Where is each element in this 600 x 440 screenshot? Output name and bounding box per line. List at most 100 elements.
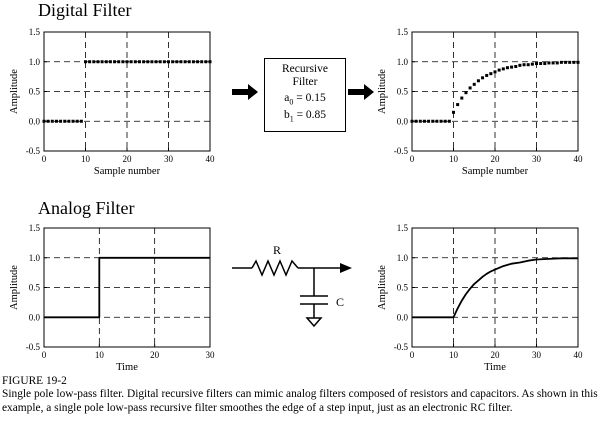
x-tick-label: 10 <box>449 154 459 164</box>
b1-symbol: b <box>283 108 290 121</box>
y-tick-label: 1.0 <box>397 57 409 67</box>
data-point <box>171 60 175 64</box>
data-point <box>497 68 501 72</box>
y-tick-label: 1.0 <box>29 253 41 263</box>
y-axis-label: Amplitude <box>9 69 20 114</box>
b1-subscript: 1 <box>289 114 294 124</box>
data-point <box>200 60 204 64</box>
y-tick-label: -0.5 <box>26 146 41 156</box>
x-tick-label: 20 <box>150 350 160 360</box>
x-tick-label: 10 <box>81 154 91 164</box>
data-point <box>576 60 580 64</box>
a0-symbol: a <box>284 92 290 104</box>
data-point <box>137 60 141 64</box>
data-point <box>572 60 576 64</box>
data-point <box>535 62 538 66</box>
data-point <box>468 86 472 90</box>
caption-text: Single pole low-pass filter. Digital rec… <box>2 388 598 414</box>
data-point <box>547 61 551 65</box>
y-tick-label: 1.5 <box>397 27 409 37</box>
x-tick-label: 0 <box>410 154 415 164</box>
data-point <box>117 60 121 64</box>
data-point <box>410 119 414 123</box>
output-arrow-icon <box>348 84 374 100</box>
y-tick-label: 0.5 <box>397 87 409 97</box>
x-tick-label: 30 <box>206 350 216 360</box>
a0-subscript: 0 <box>289 97 294 107</box>
data-point <box>551 61 555 65</box>
x-tick-label: 40 <box>574 350 584 360</box>
coefficient-a0: a0 = 0.15 <box>265 92 345 109</box>
filter-title-line2: Filter <box>292 75 318 88</box>
y-axis-label: Amplitude <box>377 265 388 310</box>
figure-number: FIGURE 19-2 <box>2 375 67 387</box>
data-point <box>108 60 112 64</box>
data-point <box>456 103 460 107</box>
y-tick-label: -0.5 <box>394 342 409 352</box>
x-tick-label: 20 <box>491 350 501 360</box>
data-point <box>50 119 54 123</box>
x-axis-label: Sample number <box>462 166 529 177</box>
data-point <box>179 60 183 64</box>
x-tick-label: 40 <box>206 154 216 164</box>
data-point <box>142 60 146 64</box>
data-point <box>204 60 208 64</box>
y-tick-label: 1.0 <box>29 57 41 67</box>
data-point <box>121 60 125 64</box>
x-tick-label: 40 <box>574 154 584 164</box>
data-point <box>133 60 137 64</box>
series-line <box>412 257 578 319</box>
data-point <box>564 60 568 64</box>
data-point <box>63 119 67 123</box>
rc-circuit-diagram: R C <box>232 243 352 328</box>
x-tick-label: 0 <box>42 154 47 164</box>
data-point <box>510 65 514 69</box>
data-point <box>167 60 170 64</box>
coefficient-b1: b1 = 0.85 <box>265 109 345 126</box>
a0-value: = 0.15 <box>293 92 326 104</box>
y-tick-label: 0.0 <box>29 312 41 322</box>
data-point <box>518 63 522 67</box>
y-tick-label: 0.5 <box>397 283 409 293</box>
figure-caption: FIGURE 19-2 Single pole low-pass filter.… <box>2 375 598 415</box>
data-point <box>187 60 191 64</box>
data-point <box>71 119 75 123</box>
x-tick-label: 10 <box>95 350 105 360</box>
data-point <box>530 62 534 66</box>
data-point <box>418 119 422 123</box>
data-point <box>543 62 547 66</box>
data-point <box>42 119 46 123</box>
x-tick-label: 20 <box>491 154 501 164</box>
x-axis-label: Sample number <box>94 166 161 177</box>
data-point <box>526 63 530 67</box>
data-point <box>158 60 162 64</box>
digital-filter-heading: Digital Filter <box>38 0 132 20</box>
capacitor-icon <box>300 295 328 305</box>
data-point <box>559 60 563 64</box>
data-point <box>489 72 493 76</box>
data-point <box>439 119 443 123</box>
data-point <box>422 119 426 123</box>
x-axis-label: Time <box>116 362 138 373</box>
y-tick-label: 1.5 <box>397 223 409 233</box>
data-point <box>435 119 439 123</box>
data-point <box>539 62 543 66</box>
data-point <box>129 60 133 64</box>
data-point <box>92 60 96 64</box>
data-point <box>96 60 100 64</box>
y-tick-label: 1.5 <box>29 27 41 37</box>
x-tick-label: 0 <box>42 350 47 360</box>
x-tick-label: 30 <box>532 154 542 164</box>
x-tick-label: 30 <box>164 154 174 164</box>
y-tick-label: 0.0 <box>29 116 41 126</box>
data-point <box>191 60 195 64</box>
y-tick-label: 0.0 <box>397 116 409 126</box>
data-point <box>154 60 158 64</box>
data-point <box>146 60 150 64</box>
recursive-filter-box: Recursive Filter a0 = 0.15 b1 = 0.85 <box>264 58 346 132</box>
data-point <box>100 60 104 64</box>
data-point <box>79 119 83 123</box>
x-tick-label: 10 <box>449 350 459 360</box>
